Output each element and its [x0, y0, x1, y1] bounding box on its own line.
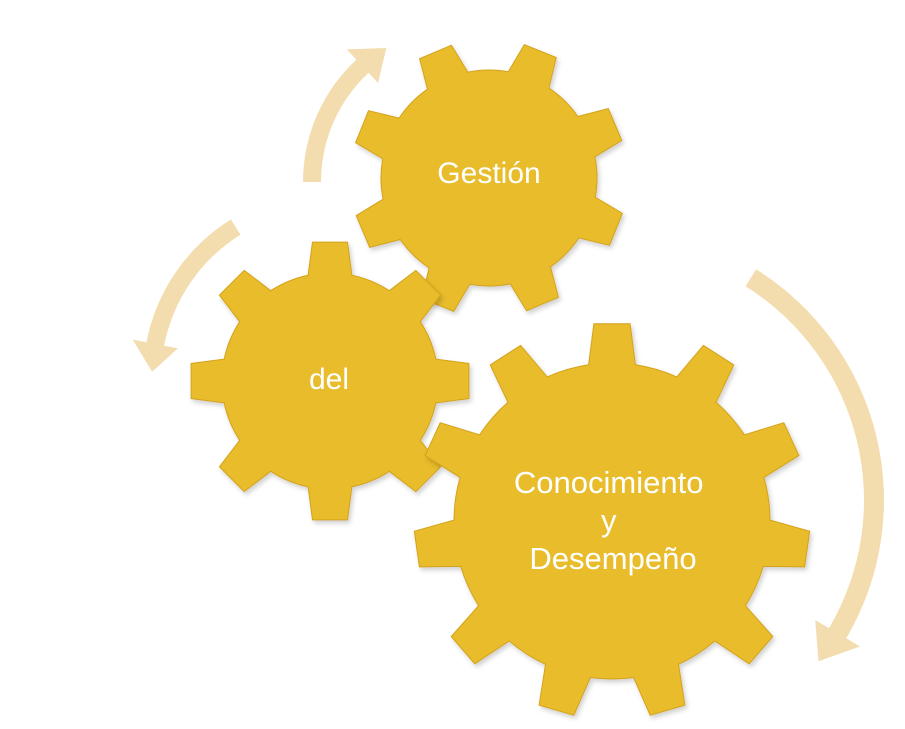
gear-left-shape: [190, 241, 470, 521]
cycle-arrows: [132, 48, 884, 662]
gear-bottom-shape: [413, 323, 811, 716]
gear-bottom-label-line-2: y: [601, 503, 617, 538]
gear-top-shape: [354, 43, 624, 313]
gear-left-label: del: [309, 363, 349, 396]
gear-bottom-label-line-1: Conocimiento: [514, 465, 704, 500]
arrow-right: [745, 269, 884, 662]
gear-bottom-label-line-3: Desempeño: [529, 541, 696, 576]
gear-bottom-label: Conocimiento y Desempeño: [514, 465, 712, 576]
gear-top-label: Gestión: [437, 157, 540, 190]
gear-top: Gestión: [354, 43, 624, 313]
arrow-upper-left: [303, 48, 387, 182]
gear-top-label-line-1: Gestión: [437, 157, 540, 190]
gear-left: del: [190, 241, 470, 521]
arrow-lower-left: [132, 219, 241, 372]
gear-bottom: Conocimiento y Desempeño: [413, 323, 811, 716]
gear-left-label-line-1: del: [309, 363, 349, 396]
